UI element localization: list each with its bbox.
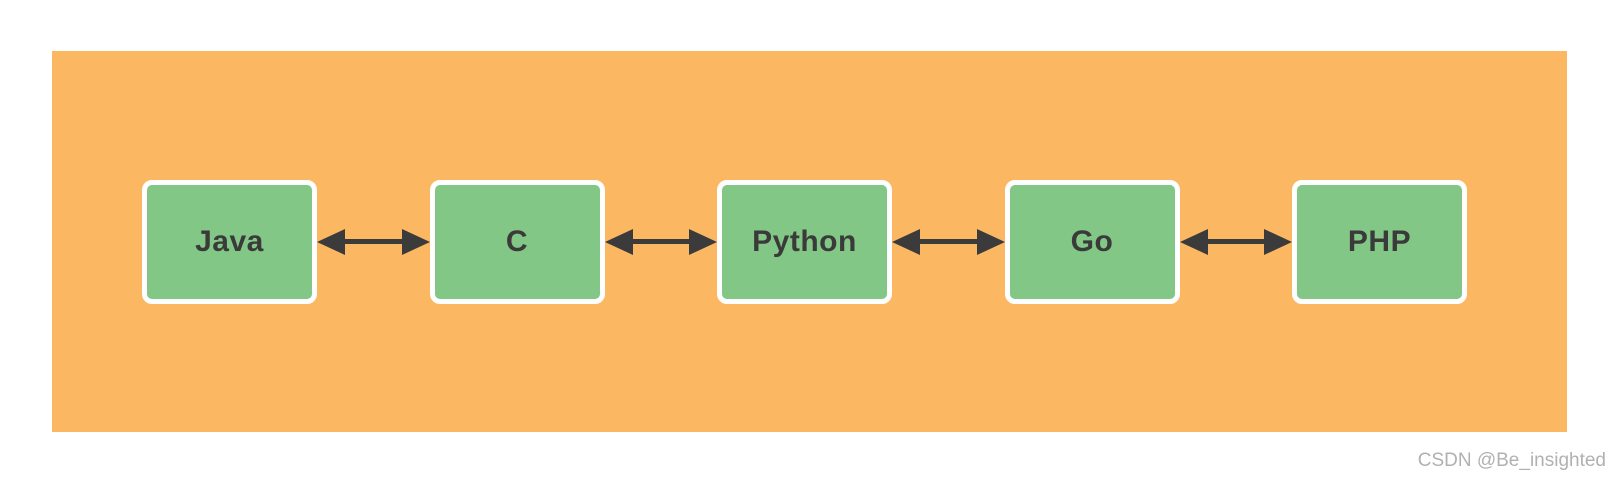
watermark: CSDN @Be_insighted [1417, 450, 1606, 471]
arrowhead-right-icon [689, 228, 717, 255]
node-c-label: C [505, 224, 529, 258]
node-go: Go [1004, 179, 1180, 304]
node-c: C [429, 179, 605, 304]
arrowhead-left-icon [604, 228, 633, 255]
bidirectional-arrow-go-php [1179, 228, 1292, 255]
node-php-label: PHP [1347, 224, 1412, 258]
diagram-canvas: Java C Python Go [52, 51, 1567, 432]
arrowhead-right-icon [401, 228, 430, 255]
arrow-shaft [345, 239, 402, 244]
node-go-label: Go [1070, 224, 1114, 258]
bidirectional-arrow-c-python [604, 228, 717, 255]
node-java: Java [142, 179, 317, 304]
bidirectional-arrow-java-c [317, 228, 430, 255]
node-php: PHP [1292, 179, 1467, 304]
arrowhead-right-icon [1264, 228, 1292, 255]
arrow-shaft [920, 239, 977, 244]
arrowhead-right-icon [976, 228, 1005, 255]
arrowhead-left-icon [317, 228, 345, 255]
arrowhead-left-icon [1179, 228, 1208, 255]
arrow-shaft [1207, 239, 1264, 244]
node-python: Python [717, 179, 892, 304]
node-python-label: Python [752, 224, 857, 258]
bidirectional-arrow-python-go [892, 228, 1005, 255]
node-java-label: Java [195, 224, 264, 258]
arrowhead-left-icon [892, 228, 920, 255]
arrow-shaft [632, 239, 689, 244]
